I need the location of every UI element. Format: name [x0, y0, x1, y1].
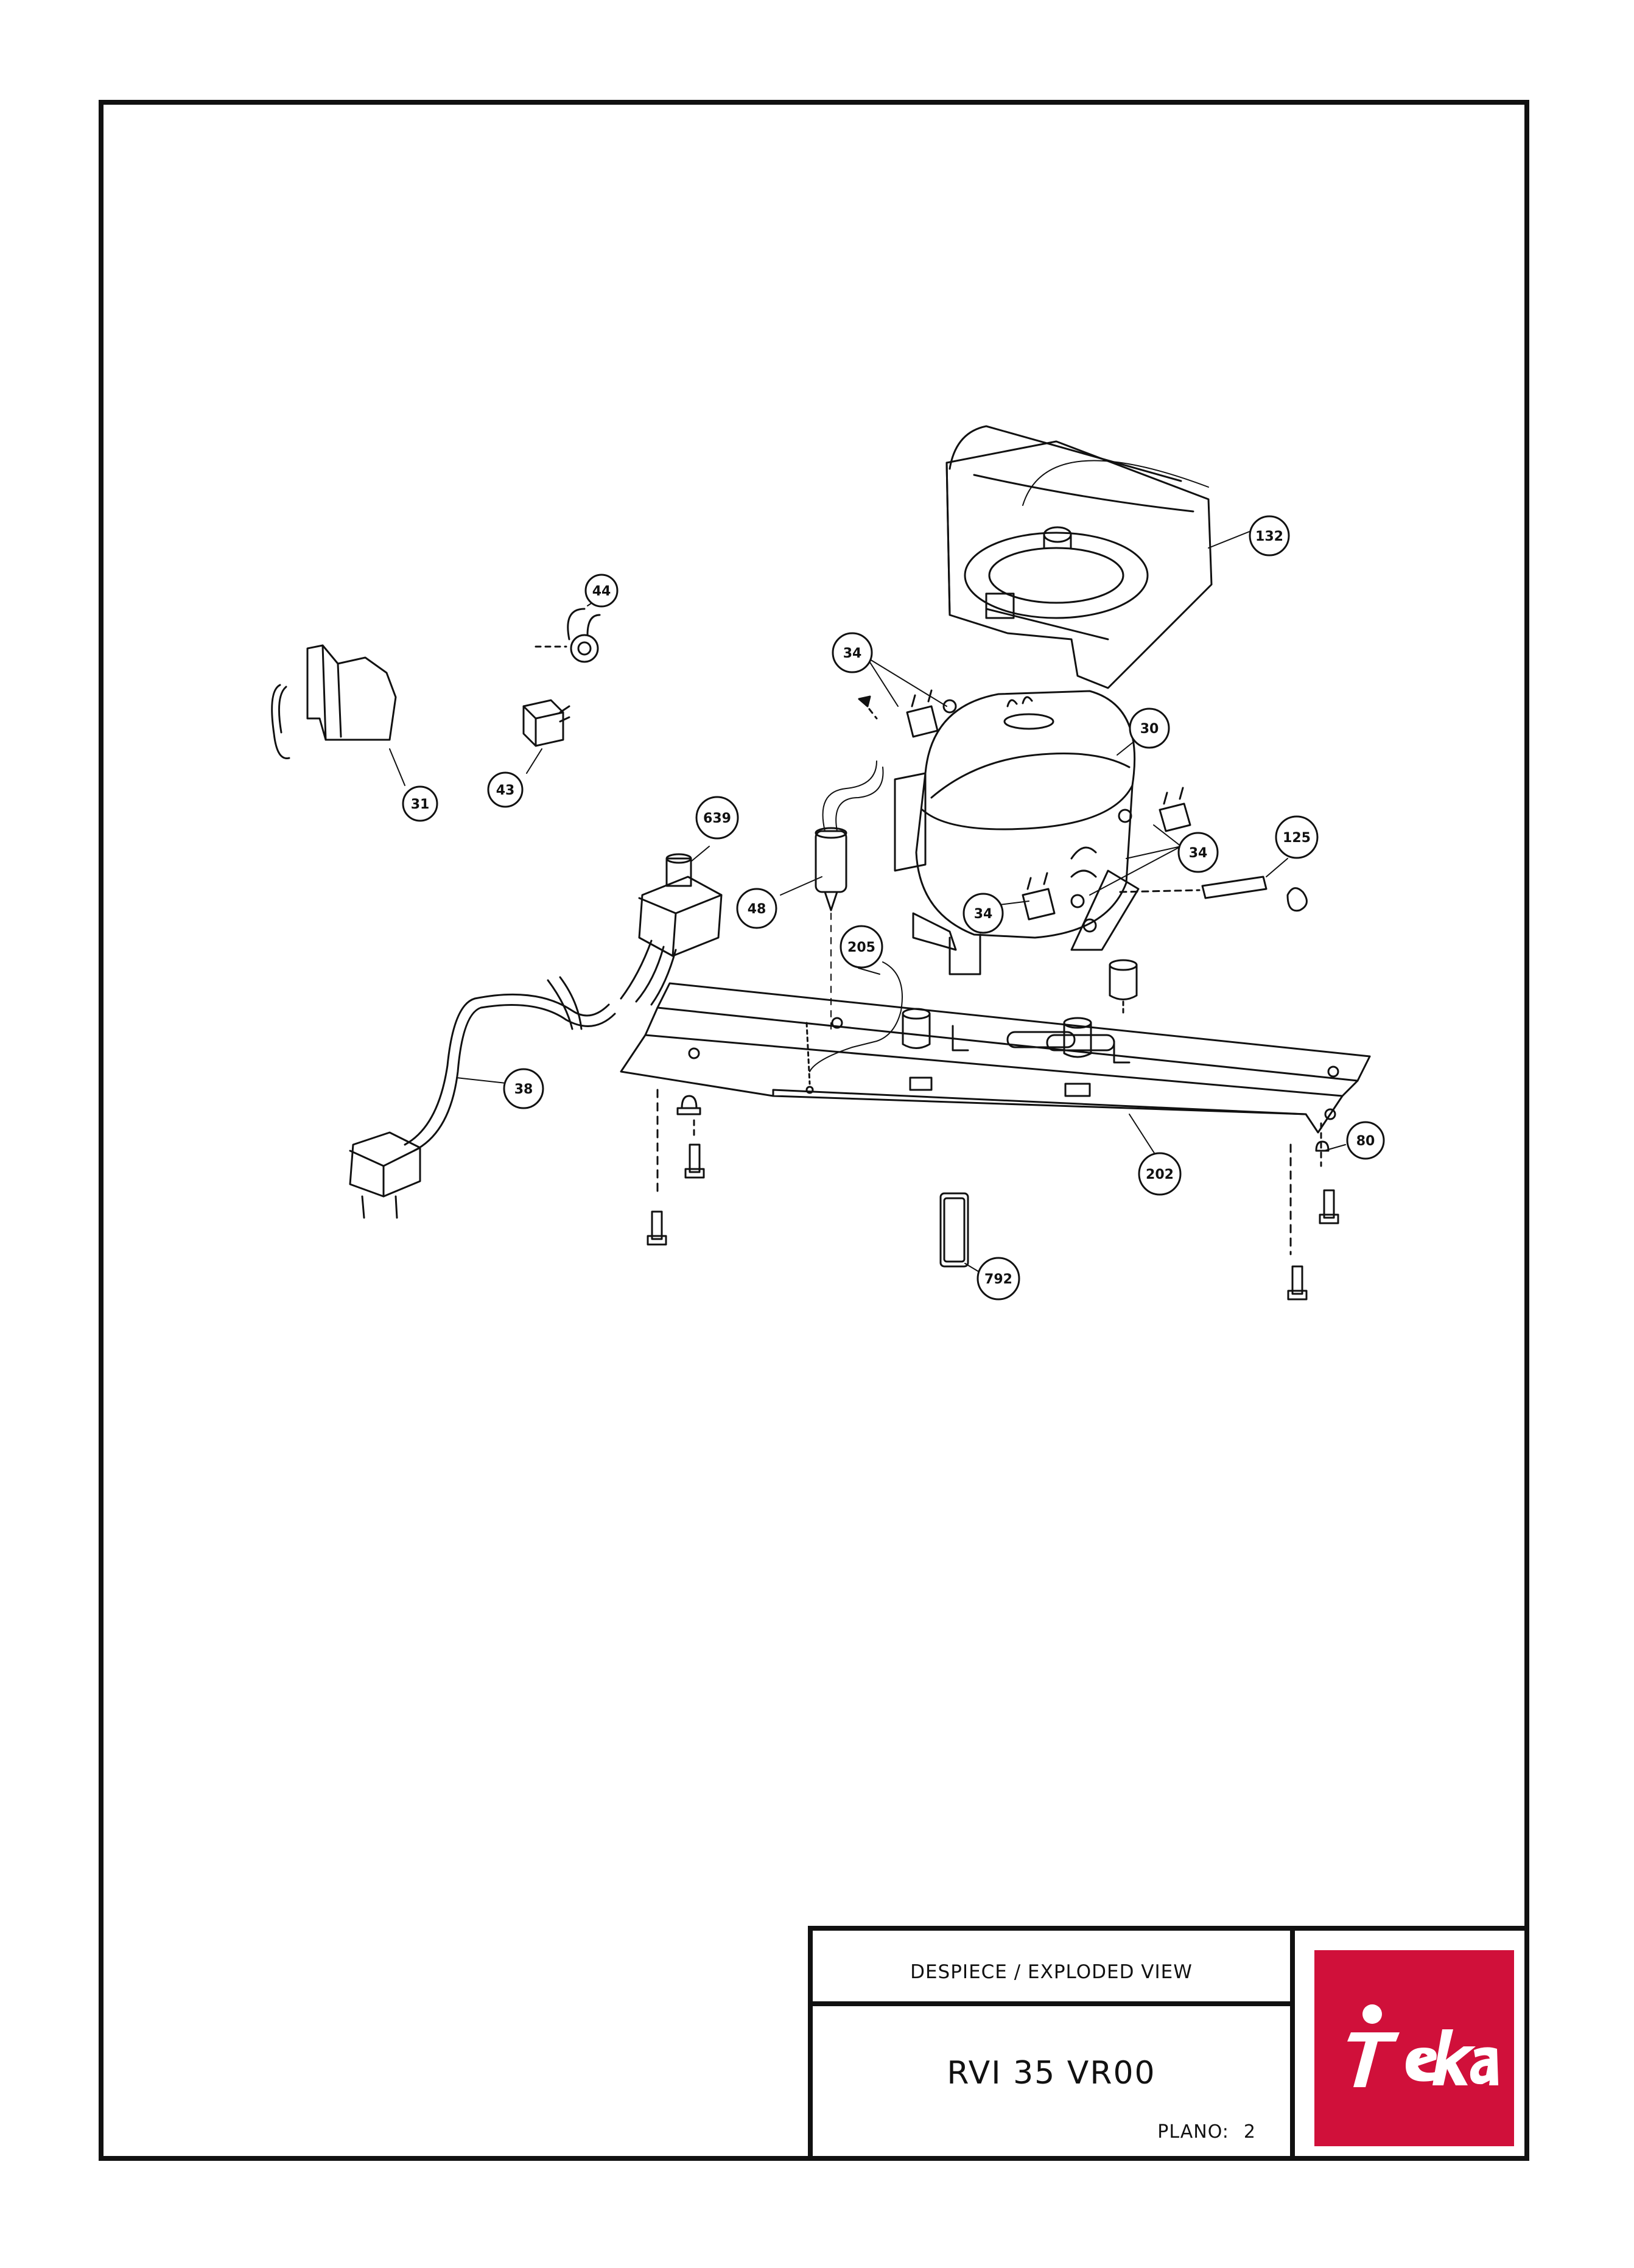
grommet-parts: [858, 689, 1191, 921]
base-plate-part: [620, 959, 1371, 1134]
title-block: DESPIECE / EXPLODED VIEW RVI 35 VR00 PLA…: [808, 1926, 1529, 2161]
sheet-number: PLANO: 2: [1157, 2121, 1256, 2143]
callout-31: 31: [402, 785, 438, 822]
callout-44: 44: [584, 574, 619, 608]
drip-tray-part: [945, 425, 1213, 689]
callout-132: 132: [1249, 515, 1290, 556]
model-cell: RVI 35 VR00 PLANO: 2: [808, 2001, 1295, 2161]
svg-text:44: 44: [592, 584, 611, 599]
svg-text:202: 202: [1146, 1167, 1174, 1182]
thermal-protector-part: [535, 608, 601, 663]
svg-text:34: 34: [1189, 846, 1208, 861]
svg-text:80: 80: [1356, 1134, 1375, 1149]
callout-639: 639: [695, 796, 739, 840]
svg-text:132: 132: [1255, 529, 1283, 544]
teka-logo: [1314, 1950, 1514, 2146]
starting-relay-part: [522, 699, 570, 747]
svg-text:30: 30: [1140, 721, 1159, 737]
svg-text:34: 34: [843, 646, 862, 661]
leader-lines: [389, 529, 1346, 1273]
callout-125: 125: [1275, 815, 1319, 859]
callout-202: 202: [1138, 1152, 1182, 1196]
svg-text:43: 43: [496, 783, 515, 798]
svg-text:639: 639: [703, 811, 731, 826]
svg-text:34: 34: [974, 907, 993, 922]
power-cord-part: [349, 976, 616, 1219]
callout-48: 48: [736, 888, 777, 929]
callout-34-right: 34: [1177, 832, 1219, 873]
plano-label: PLANO:: [1157, 2121, 1229, 2143]
plano-number: 2: [1243, 2121, 1256, 2143]
model-number: RVI 35 VR00: [947, 2055, 1156, 2091]
callout-34-bottom: 34: [963, 893, 1004, 934]
callout-205: 205: [840, 925, 883, 969]
svg-text:205: 205: [847, 940, 875, 955]
svg-text:792: 792: [984, 1272, 1012, 1287]
capacitor-part: [815, 760, 884, 1036]
callout-43: 43: [487, 771, 524, 808]
callout-34-top: 34: [832, 632, 873, 673]
logo-cell: [1290, 1926, 1529, 2161]
callout-bubbles: 132 44 34 30 31 43 639 34 125 48 34 205 …: [402, 515, 1385, 1301]
callout-80: 80: [1346, 1121, 1385, 1160]
svg-text:48: 48: [748, 902, 766, 917]
relay-box-part: [620, 853, 723, 1006]
bracket-part: [271, 644, 397, 759]
pin-part: [1119, 876, 1308, 912]
screw-parts: [647, 1089, 1339, 1301]
compressor-part: [894, 690, 1140, 975]
svg-text:38: 38: [514, 1082, 533, 1097]
label-part: [939, 1192, 969, 1268]
svg-text:125: 125: [1283, 830, 1311, 846]
callout-30: 30: [1129, 707, 1170, 749]
callout-38: 38: [503, 1068, 544, 1109]
svg-text:31: 31: [411, 797, 430, 812]
drawing-title: DESPIECE / EXPLODED VIEW: [910, 1961, 1193, 1983]
callout-792: 792: [977, 1257, 1020, 1301]
title-cell: DESPIECE / EXPLODED VIEW: [808, 1926, 1295, 2006]
